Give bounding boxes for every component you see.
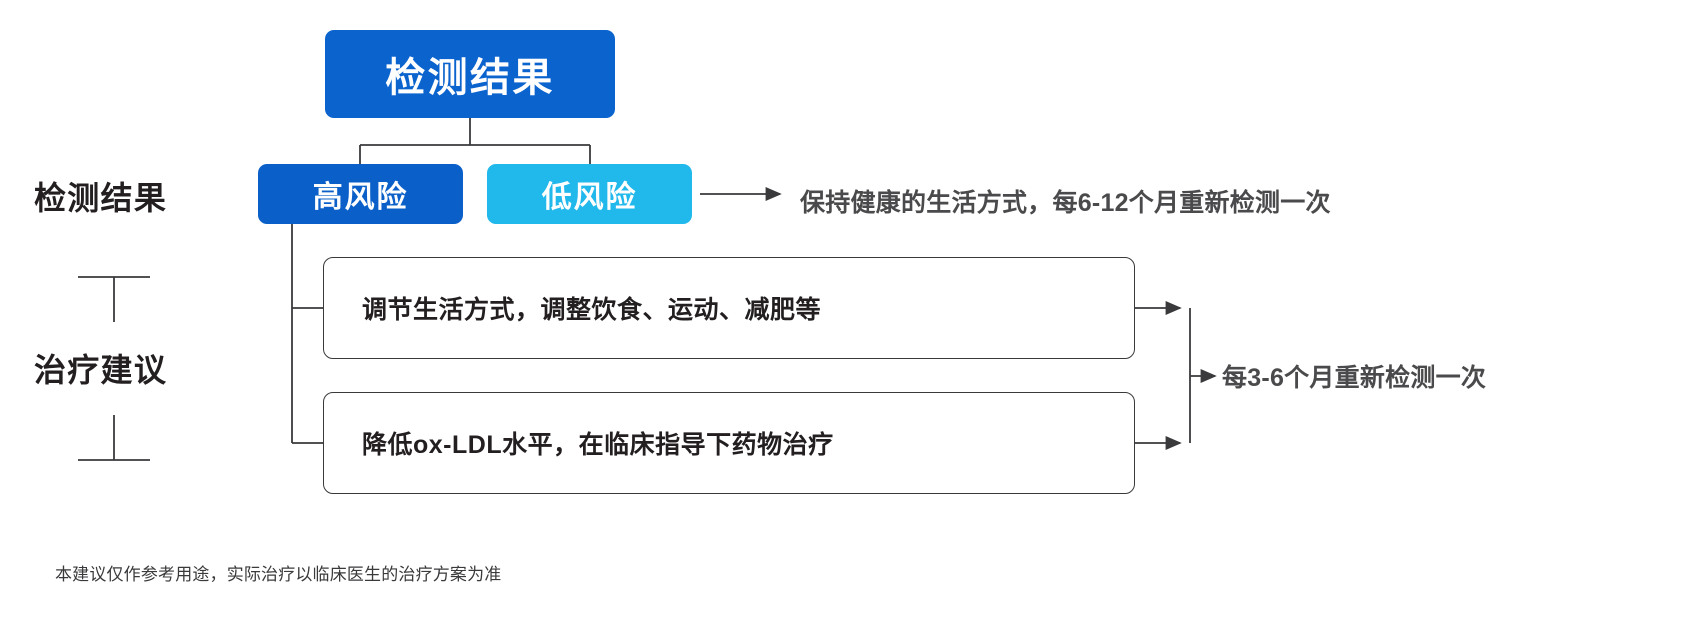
side-label-test-results: 检测结果 (34, 180, 168, 216)
text-high-risk-followup: 每3-6个月重新检测一次 (1222, 364, 1487, 392)
node-test-result-title[interactable]: 检测结果 (325, 30, 615, 118)
node-recommendation-medication[interactable]: 降低ox-LDL水平，在临床指导下药物治疗 (323, 392, 1135, 494)
node-low-risk[interactable]: 低风险 (487, 164, 692, 224)
node-high-risk[interactable]: 高风险 (258, 164, 463, 224)
side-label-treatment-advice: 治疗建议 (34, 352, 168, 388)
node-recommendation-lifestyle[interactable]: 调节生活方式，调整饮食、运动、减肥等 (323, 257, 1135, 359)
text-low-risk-followup: 保持健康的生活方式，每6-12个月重新检测一次 (800, 189, 1331, 217)
footer-disclaimer: 本建议仅作参考用途，实际治疗以临床医生的治疗方案为准 (55, 565, 502, 584)
